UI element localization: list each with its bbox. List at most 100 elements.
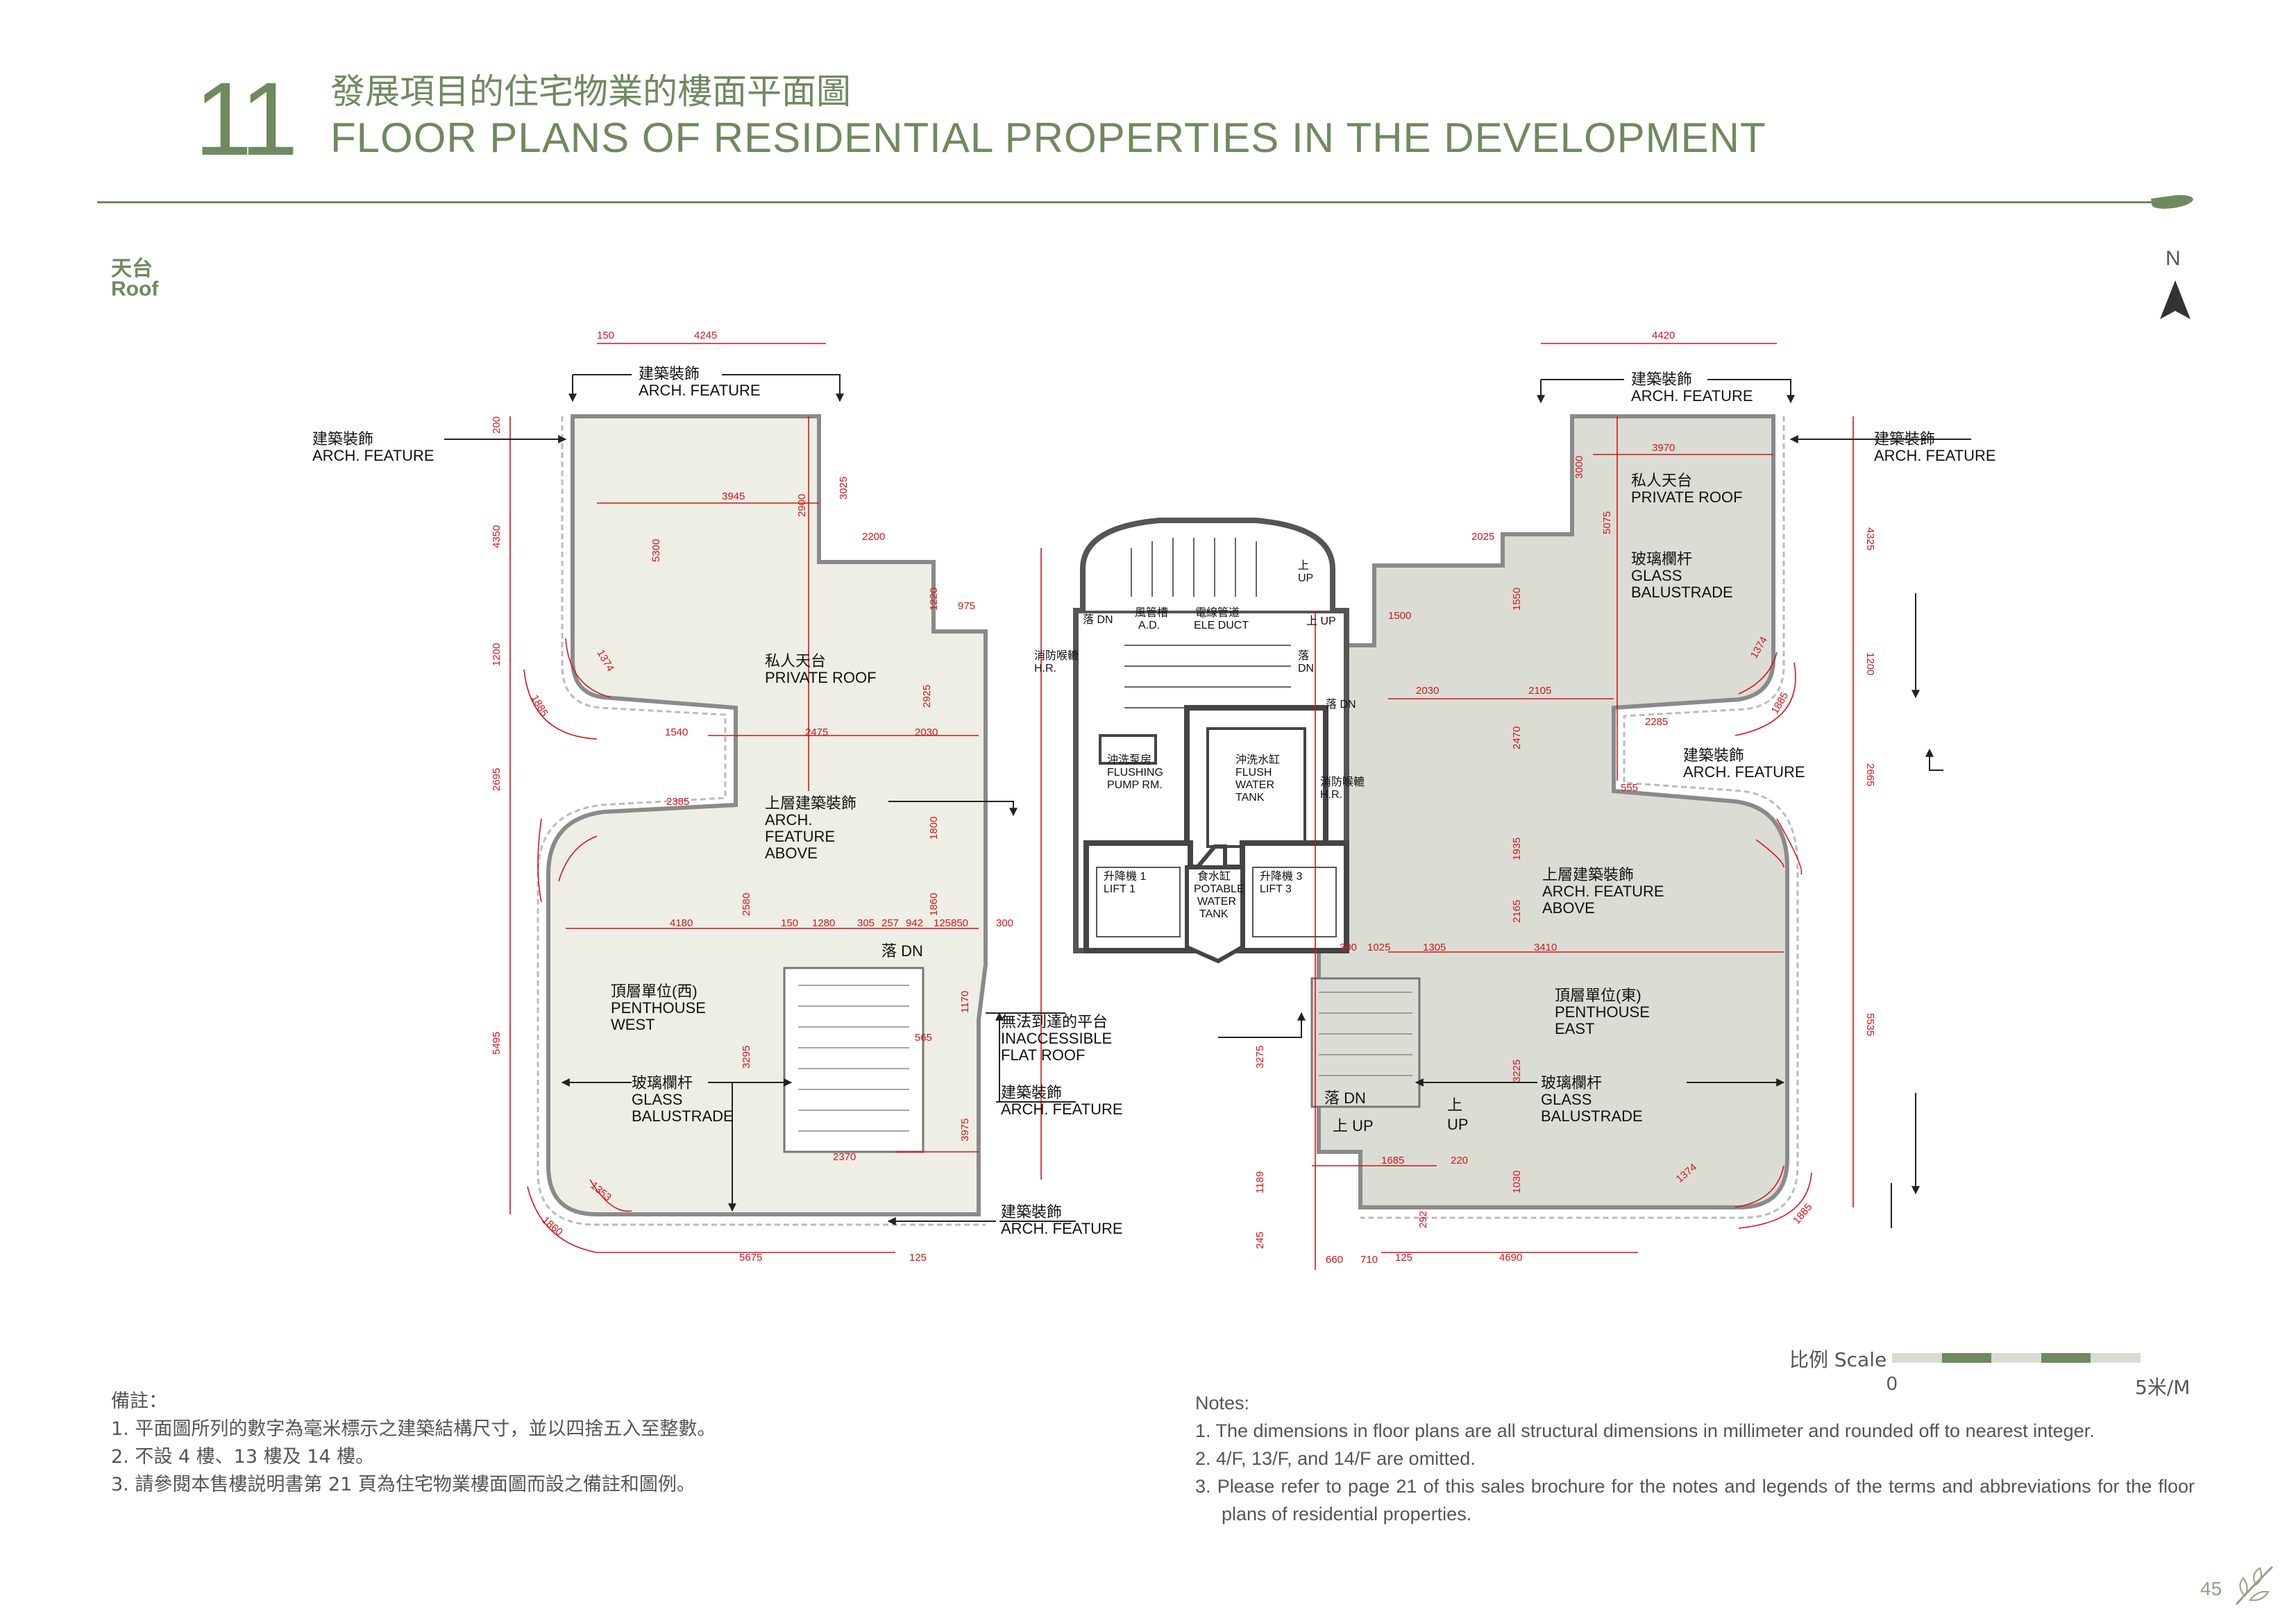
dim-5075: 5075 [1601, 511, 1613, 534]
arch-feature-bottom-en: ARCH. FEATURE [1001, 1220, 1123, 1237]
scale-segment [2091, 1353, 2141, 1363]
dimension-numbers: 150 4245 4420 200 4350 4325 3945 3970 30… [491, 330, 1876, 1266]
dim-292: 292 [1417, 1211, 1429, 1228]
dim-3000: 3000 [1573, 456, 1585, 479]
notes-en-item: 2. 4/F, 13/F, and 14/F are omitted. [1195, 1448, 1476, 1469]
dim-125-d: 125 [1395, 1252, 1412, 1264]
dim-3410: 3410 [1534, 942, 1557, 953]
dim-1860: 1860 [928, 893, 940, 916]
potable-en2: WATER [1197, 896, 1236, 908]
dim-245: 245 [1254, 1232, 1266, 1249]
scale-segment [1941, 1353, 1992, 1363]
dimension-lines [509, 343, 1854, 1270]
dim-305: 305 [857, 917, 875, 929]
dim-2385: 2385 [666, 796, 689, 808]
flush-tank-en2: WATER [1235, 779, 1274, 791]
arch-above-e-en1: ARCH. FEATURE [1542, 883, 1664, 900]
potable-en3: TANK [1199, 908, 1229, 920]
notes-en-item: 3. Please refer to page 21 of this sales… [1195, 1476, 2195, 1524]
flushing-pump-zh: 沖洗泵房 [1107, 754, 1151, 766]
hose-reel-e-en: H.R. [1320, 789, 1342, 801]
dim-2900: 2900 [796, 494, 808, 517]
glass-e-en2: BALUSTRADE [1541, 1107, 1643, 1125]
dim-3945: 3945 [722, 491, 745, 502]
scale-segment [1892, 1353, 1942, 1363]
dim-3295: 3295 [741, 1046, 752, 1069]
dim-3225: 3225 [1511, 1060, 1523, 1082]
dim-5675: 5675 [739, 1252, 762, 1264]
arch-feature-bottom-zh: 建築裝飾 [1001, 1203, 1062, 1221]
flush-tank-en1: FLUSH [1235, 767, 1272, 779]
dim-1280: 1280 [812, 917, 835, 929]
potable-zh: 食水缸 [1197, 869, 1231, 883]
dim-1200-w: 1200 [491, 643, 503, 666]
arch-feature-mid-w-en: ARCH. FEATURE [1001, 1101, 1123, 1118]
scale-max: 5米/M [2135, 1376, 2191, 1399]
down-e: 落 DN [1324, 1089, 1366, 1107]
dim-1030: 1030 [1511, 1171, 1523, 1193]
inaccessible-zh: 無法到達的平台 [1001, 1013, 1108, 1030]
arch-feature-right-en: ARCH. FEATURE [1874, 447, 1996, 464]
potable-en1: POTABLE [1194, 883, 1244, 895]
dim-2165: 2165 [1511, 900, 1523, 923]
dim-1220: 1220 [928, 588, 940, 611]
curved-dimensions [523, 638, 1812, 1253]
dim-257: 257 [881, 917, 899, 929]
private-roof-e-zh: 私人天台 [1631, 472, 1692, 489]
lift1-en: LIFT 1 [1104, 883, 1136, 895]
dim-3975: 3975 [959, 1119, 971, 1141]
scale-bar [1892, 1353, 2141, 1363]
arch-above-w-en2: FEATURE [765, 828, 835, 845]
core-down-2-zh: 落 [1298, 649, 1309, 662]
dim-1550: 1550 [1511, 588, 1523, 611]
dim-2025: 2025 [1471, 531, 1494, 543]
leaf-decoration-icon [2235, 1565, 2274, 1606]
dim-4180: 4180 [670, 917, 693, 929]
dim-1500: 1500 [1388, 610, 1411, 622]
north-arrow-icon: N [2154, 247, 2196, 323]
dim-2580: 2580 [741, 893, 752, 916]
arch-feature-top-e-en: ARCH. FEATURE [1631, 387, 1753, 405]
flushing-pump-en2: PUMP RM. [1107, 779, 1163, 791]
ele-en: ELE DUCT [1194, 620, 1249, 631]
dim-3970: 3970 [1652, 442, 1675, 454]
title-chinese: 發展項目的住宅物業的樓面平面圖 [330, 71, 851, 112]
notes-zh-item: 2. 不設 4 樓、13 樓及 14 樓。 [111, 1446, 375, 1468]
dim-125-c: 125 [909, 1252, 927, 1264]
hose-reel-w-en: H.R. [1034, 663, 1056, 674]
dim-1885-se: 1885 [1791, 1201, 1814, 1226]
down-w: 落 DN [881, 942, 923, 960]
arch-feature-mid-e-zh: 建築裝飾 [1683, 747, 1744, 764]
west-stair [783, 967, 925, 1153]
dim-2285: 2285 [1645, 716, 1668, 728]
up-e: 上 UP [1333, 1117, 1374, 1135]
dim-2370: 2370 [833, 1151, 856, 1163]
private-roof-e-en: PRIVATE ROOF [1631, 488, 1743, 506]
dim-150-b: 150 [781, 917, 798, 929]
dim-5300: 5300 [650, 539, 662, 562]
arch-above-e-zh: 上層建築裝飾 [1542, 866, 1634, 883]
dim-2030-e: 2030 [1416, 685, 1439, 697]
dim-660: 660 [1326, 1254, 1343, 1266]
dim-300-e: 300 [1340, 942, 1357, 953]
dim-150: 150 [597, 330, 614, 341]
notes-en-item: 1. The dimensions in floor plans are all… [1195, 1420, 2095, 1441]
dim-565: 565 [915, 1032, 932, 1044]
dim-1170: 1170 [959, 991, 971, 1013]
core-down-3: 落 DN [1326, 698, 1356, 711]
notes-en-heading: Notes: [1195, 1393, 1250, 1413]
dim-1200-e: 1200 [1864, 652, 1876, 675]
glass-e-zh: 玻璃欄杆 [1541, 1074, 1602, 1091]
notes-zh-heading: 備註： [111, 1391, 167, 1412]
header-rule [97, 201, 2166, 203]
flushing-pump-en1: FLUSHING [1107, 767, 1163, 779]
penthouse-east-en2: EAST [1555, 1020, 1594, 1037]
dim-710: 710 [1360, 1254, 1378, 1266]
dim-5535: 5535 [1864, 1013, 1876, 1036]
private-roof-w-en: PRIVATE ROOF [765, 669, 877, 686]
ad-en: A.D. [1138, 620, 1160, 631]
dim-1800: 1800 [928, 817, 940, 840]
dim-4420: 4420 [1652, 330, 1675, 341]
core-down-2-en: DN [1298, 663, 1314, 674]
dim-3275: 3275 [1254, 1046, 1266, 1069]
